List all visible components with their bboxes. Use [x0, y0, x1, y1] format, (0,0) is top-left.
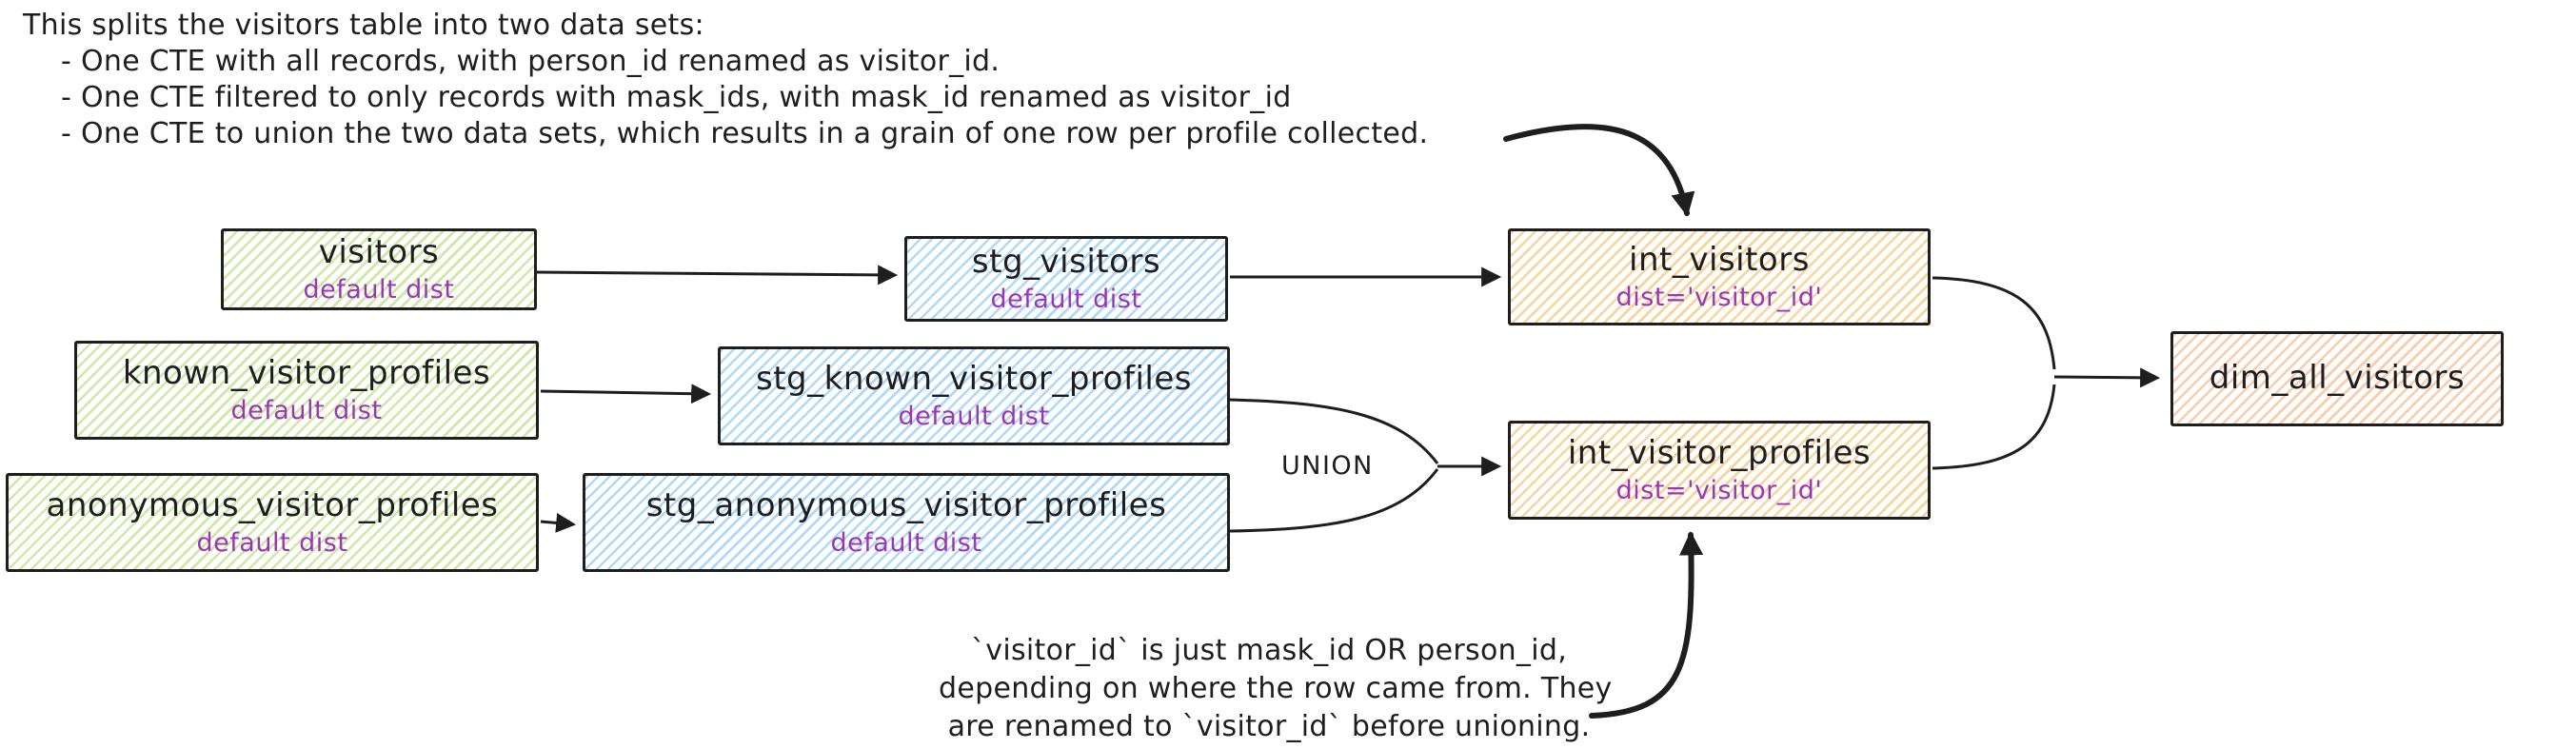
top-note-line: - One CTE filtered to only records with …	[61, 81, 1292, 114]
node-title: anonymous_visitor_profiles	[46, 486, 499, 525]
connector-int-visitors-to-merge	[1932, 276, 2056, 370]
top-note-line: - One CTE with all records, with person_…	[61, 45, 1001, 78]
node-anonymous-visitor-profiles[interactable]: anonymous_visitor_profiles default dist	[6, 473, 539, 572]
arrow-merge-to-dim-all-visitors	[2053, 367, 2161, 388]
node-title: stg_known_visitor_profiles	[756, 360, 1192, 399]
node-stg-known-visitor-profiles[interactable]: stg_known_visitor_profiles default dist	[718, 346, 1230, 445]
connector-stg-anonymous-to-union	[1229, 468, 1439, 533]
top-note: This splits the visitors table into two …	[23, 8, 1428, 152]
node-sublabel: default dist	[830, 527, 982, 558]
node-sublabel: dist='visitor_id'	[1615, 475, 1823, 505]
node-sublabel: dist='visitor_id'	[1615, 282, 1823, 312]
arrow-visitors-to-stg-visitors	[536, 265, 899, 286]
top-note-line: - One CTE to union the two data sets, wh…	[61, 117, 1429, 150]
connector-int-visitor-profiles-to-merge	[1932, 384, 2056, 470]
union-edge-label: UNION	[1281, 451, 1374, 481]
node-int-visitor-profiles[interactable]: int_visitor_profiles dist='visitor_id'	[1508, 421, 1931, 520]
connector-stg-known-to-union	[1229, 398, 1439, 464]
bottom-note-line: are renamed to `visitor_id` before union…	[947, 710, 1591, 743]
arrow-known-to-stg-known	[540, 384, 712, 404]
node-title: int_visitors	[1629, 241, 1810, 280]
bottom-note-line: `visitor_id` is just mask_id OR person_i…	[970, 634, 1568, 667]
node-sublabel: default dist	[230, 395, 383, 425]
node-known-visitor-profiles[interactable]: known_visitor_profiles default dist	[74, 341, 539, 440]
node-stg-visitors[interactable]: stg_visitors default dist	[904, 236, 1228, 322]
node-title: visitors	[318, 233, 440, 272]
bottom-note-line: depending on where the row came from. Th…	[939, 672, 1613, 705]
node-dim-all-visitors[interactable]: dim_all_visitors	[2170, 331, 2504, 426]
node-title: stg_anonymous_visitor_profiles	[645, 486, 1167, 525]
node-title: int_visitor_profiles	[1567, 434, 1872, 473]
arrow-bottom-note-to-int-visitor-profiles	[1589, 531, 1704, 719]
node-int-visitors[interactable]: int_visitors dist='visitor_id'	[1508, 228, 1931, 325]
node-title: stg_visitors	[971, 243, 1161, 282]
bottom-note: `visitor_id` is just mask_id OR person_i…	[939, 632, 1613, 746]
node-sublabel: default dist	[898, 401, 1050, 431]
node-sublabel: default dist	[990, 284, 1142, 314]
node-visitors[interactable]: visitors default dist	[221, 228, 537, 310]
node-title: dim_all_visitors	[2209, 359, 2466, 398]
arrow-anonymous-to-stg-anonymous	[540, 512, 577, 533]
node-sublabel: default dist	[303, 274, 455, 305]
node-stg-anonymous-visitor-profiles[interactable]: stg_anonymous_visitor_profiles default d…	[583, 473, 1230, 572]
node-sublabel: default dist	[196, 527, 348, 558]
arrow-top-note-to-int-visitors	[1503, 124, 1695, 217]
node-title: known_visitor_profiles	[122, 354, 491, 393]
top-note-line: This splits the visitors table into two …	[23, 9, 704, 42]
